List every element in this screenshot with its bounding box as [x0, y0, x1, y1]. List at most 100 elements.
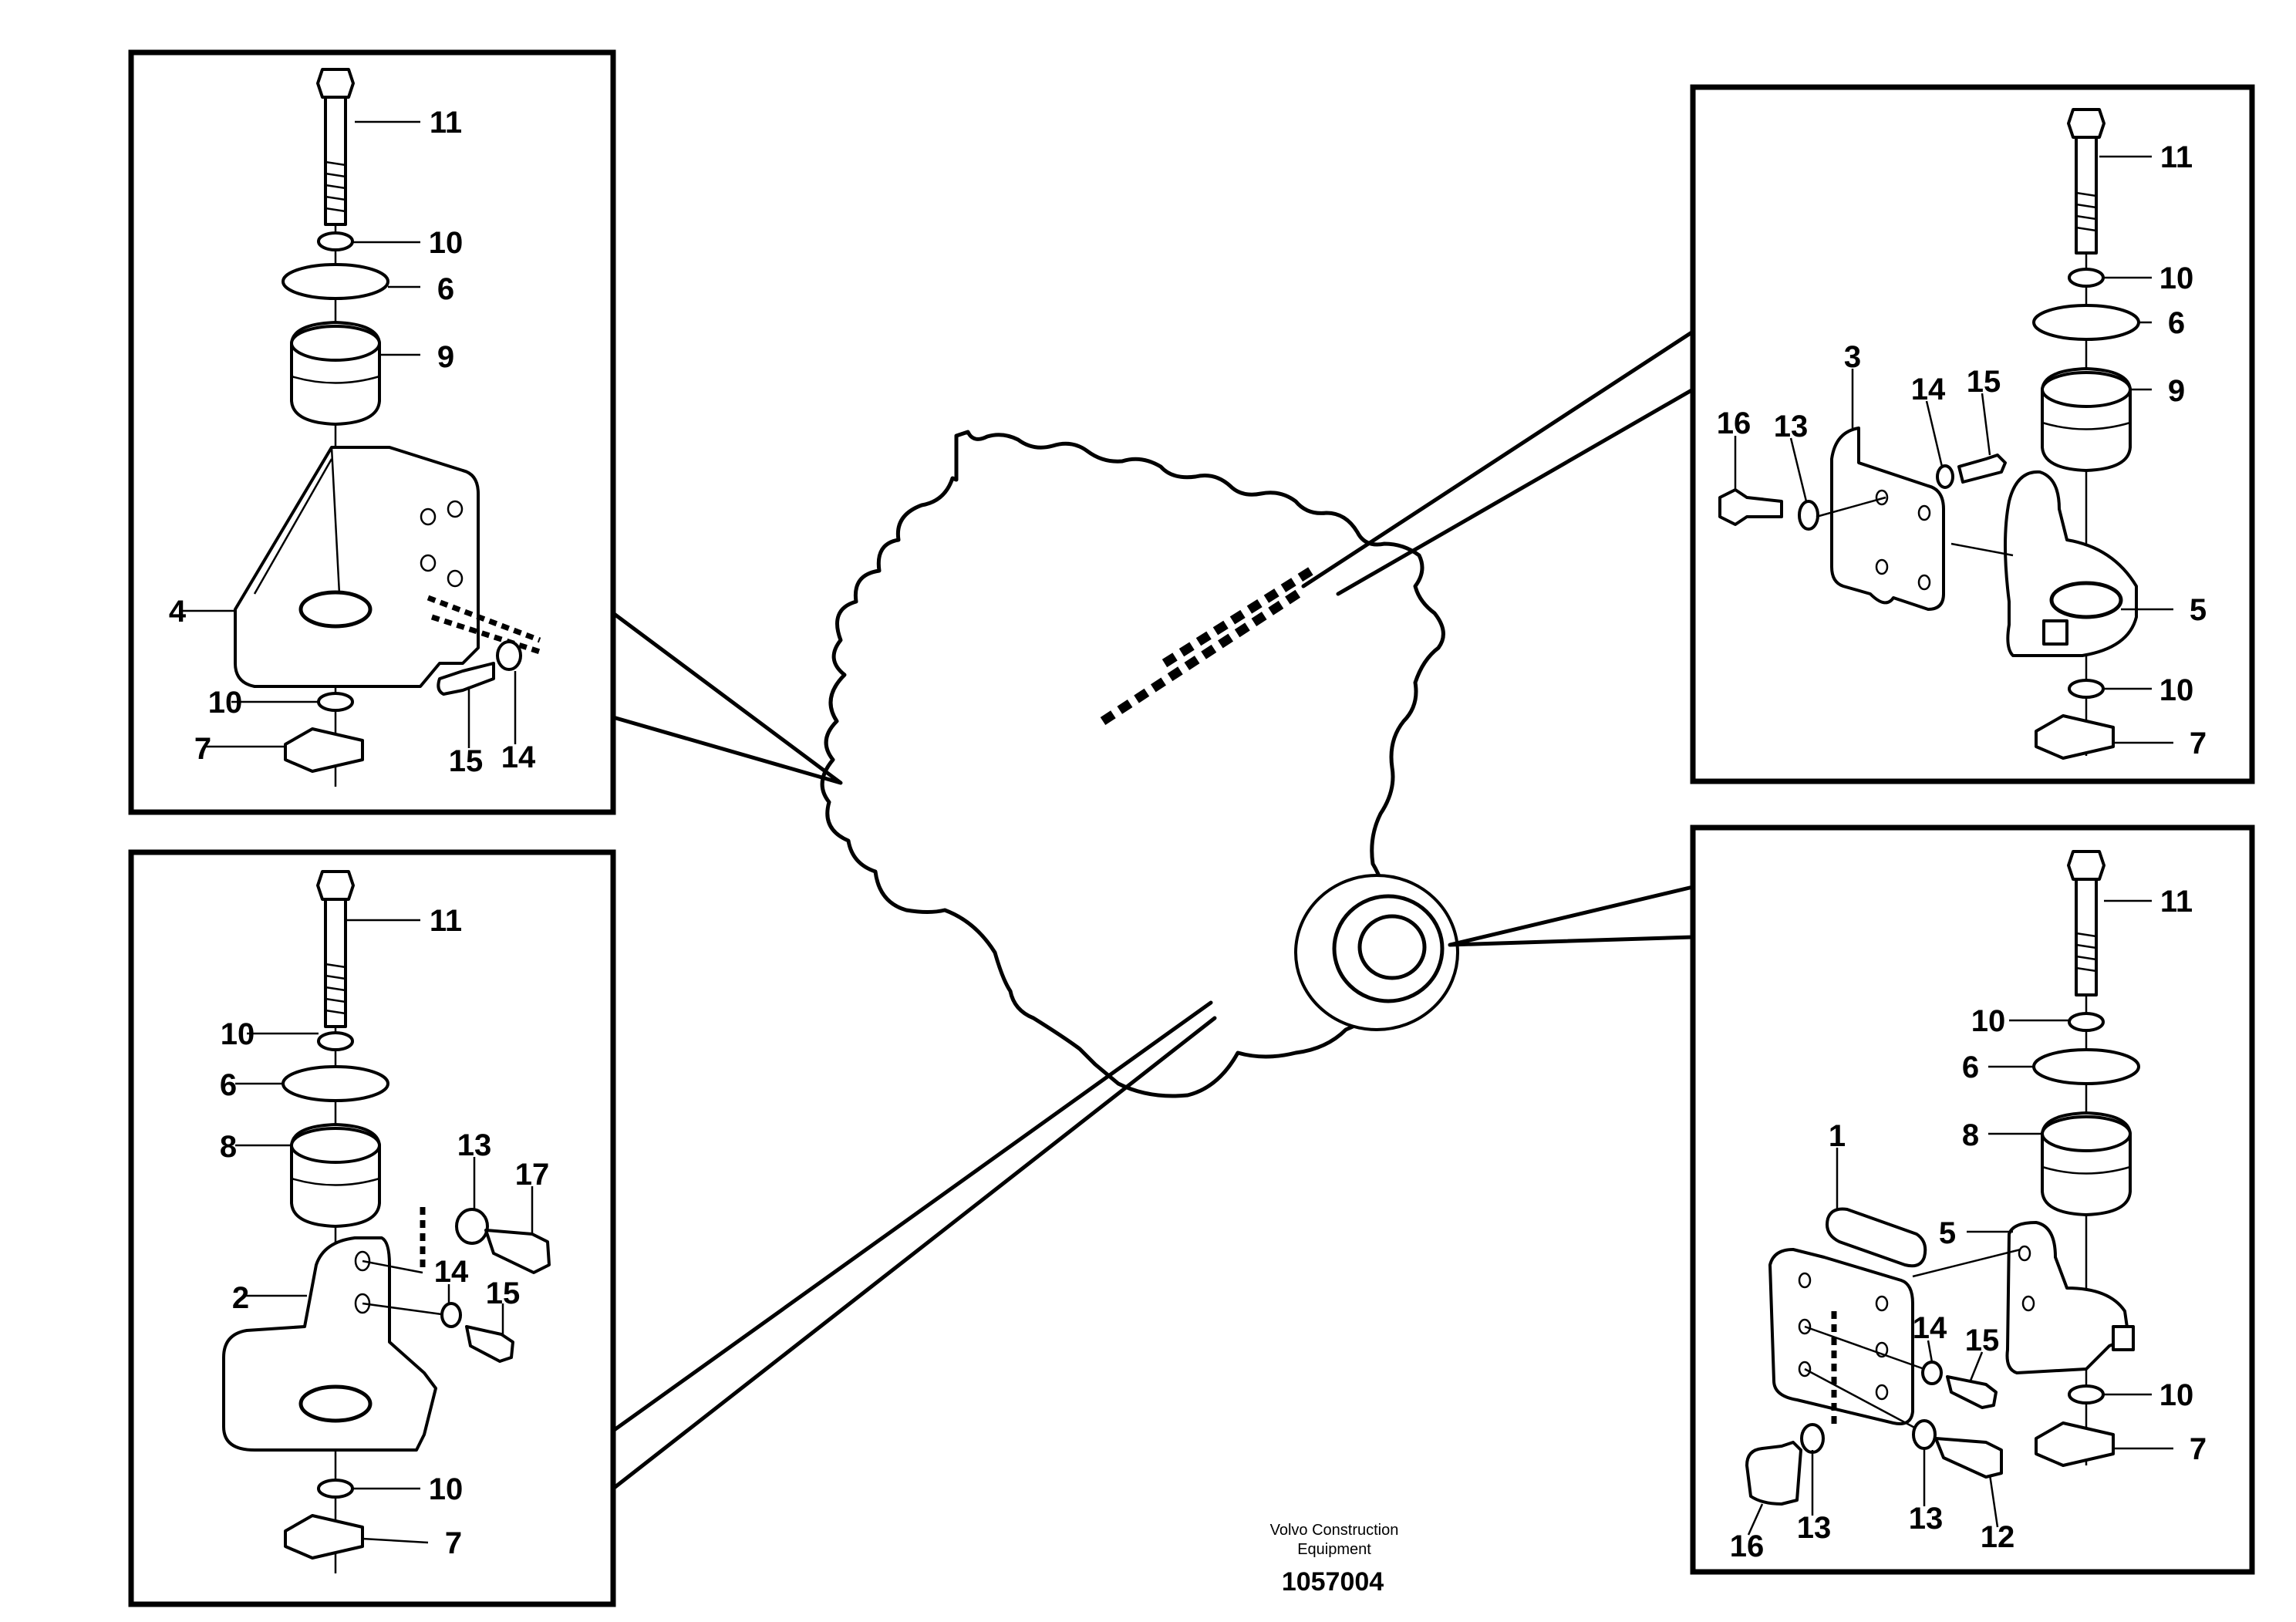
bolt-11: [2067, 850, 2106, 881]
callout-leader: [1925, 400, 1944, 467]
callout-6: 6: [220, 1068, 237, 1102]
clip-7: [2035, 1421, 2115, 1467]
callout-8: 8: [220, 1130, 237, 1164]
callout-leader: [1981, 393, 1991, 456]
callout-4: 4: [169, 595, 187, 629]
washer-10: [317, 1031, 354, 1051]
bolt-shank: [2075, 878, 2098, 996]
panel-frame: [128, 49, 616, 815]
callout-13: 13: [1909, 1502, 1944, 1536]
callout-leader: [1988, 1474, 1999, 1528]
callout-leader: [1789, 437, 1808, 502]
washer-10: [2068, 679, 2105, 699]
callout-10: 10: [429, 1472, 464, 1506]
washer-10: [2068, 1384, 2105, 1404]
washer-14: [1921, 1361, 1943, 1385]
callout-10: 10: [429, 226, 464, 260]
washer-10: [317, 1479, 354, 1499]
washer-10: [2068, 268, 2105, 288]
callout-5: 5: [2190, 593, 2207, 627]
callout-11: 11: [430, 106, 462, 140]
bolt-12: [1934, 1437, 2003, 1479]
bolt-15: [437, 662, 495, 696]
panel-bottom-left: [128, 849, 616, 1607]
callout-10: 10: [2159, 1378, 2194, 1412]
footer-brand-line2: Equipment: [1297, 1541, 1371, 1558]
bolt-shank: [324, 96, 347, 226]
callout-7: 7: [2190, 727, 2207, 760]
callout-6: 6: [2168, 306, 2185, 340]
callout-3: 3: [1844, 340, 1861, 374]
bolt-16: [1718, 488, 1783, 526]
engine-flywheel-hub: [1357, 914, 1427, 980]
washer-13: [1912, 1419, 1937, 1450]
washer-10: [2068, 1012, 2105, 1032]
callout-13: 13: [1774, 410, 1809, 443]
callout-leader: [1969, 1351, 1984, 1381]
callout-13: 13: [457, 1128, 492, 1162]
leader-top-left: [611, 611, 843, 785]
bolt-11: [2067, 108, 2106, 139]
callout-5: 5: [1939, 1216, 1956, 1250]
callout-16: 16: [1717, 406, 1752, 440]
callout-leader: [1747, 1503, 1764, 1536]
panel-bottom-right: [1690, 824, 2255, 1575]
washer-13: [1798, 500, 1819, 531]
callout-7: 7: [2190, 1432, 2207, 1466]
washer-6: [282, 263, 389, 300]
callout-7: 7: [445, 1526, 462, 1560]
bolt-16: [1745, 1441, 1802, 1506]
bolt-15: [1946, 1375, 1998, 1409]
engine-outline: [611, 329, 1695, 1491]
panel-top-left: [128, 49, 616, 815]
callout-14: 14: [1911, 373, 1946, 406]
washer-6: [282, 1065, 389, 1102]
engine-flywheel-ring: [1332, 894, 1445, 1003]
callout-14: 14: [501, 740, 536, 774]
washer-6: [2032, 304, 2140, 341]
bolt-shank: [324, 898, 347, 1028]
clip-7: [284, 727, 364, 773]
callout-8: 8: [1962, 1118, 1979, 1152]
callout-10: 10: [221, 1017, 255, 1051]
pin-1: [1826, 1207, 1927, 1268]
washer-10: [317, 692, 354, 712]
bracket-5: [2005, 1221, 2130, 1374]
mount-dash-line: [1100, 585, 1306, 726]
leader-top-right: [1301, 329, 1695, 596]
washer-10: [317, 231, 354, 251]
clip-7: [284, 1514, 364, 1560]
bolt-15: [465, 1325, 514, 1363]
callout-15: 15: [486, 1276, 521, 1310]
callout-10: 10: [1971, 1004, 2006, 1038]
callout-14: 14: [1913, 1311, 1947, 1345]
callout-7: 7: [194, 732, 211, 766]
panel-frame: [1690, 84, 2255, 784]
panel-top-right: [1690, 84, 2255, 784]
callout-15: 15: [449, 744, 484, 778]
washer-14: [440, 1302, 462, 1328]
washer-6: [2032, 1048, 2140, 1085]
bracket-2: [222, 1236, 437, 1452]
callout-17: 17: [515, 1158, 550, 1192]
bolt-15: [1957, 454, 2007, 484]
callout-13: 13: [1797, 1511, 1832, 1545]
callout-1: 1: [1829, 1119, 1846, 1153]
callout-10: 10: [2159, 261, 2194, 295]
callout-11: 11: [2160, 140, 2193, 174]
clip-7: [2035, 714, 2115, 760]
callout-leader: [362, 1537, 429, 1544]
bracket-3: [1830, 427, 1945, 611]
callout-16: 16: [1730, 1529, 1765, 1563]
callout-11: 11: [2160, 885, 2193, 919]
callout-9: 9: [437, 340, 454, 374]
leader-bottom-left: [611, 1000, 1217, 1491]
mount-dash-line-2: [1161, 566, 1314, 668]
footer-brand-line1: Volvo Construction: [1270, 1522, 1399, 1539]
panel-frame: [128, 849, 616, 1607]
bracket-hole: [2049, 581, 2123, 619]
bolt-11: [316, 68, 355, 99]
callout-10: 10: [2159, 673, 2194, 707]
